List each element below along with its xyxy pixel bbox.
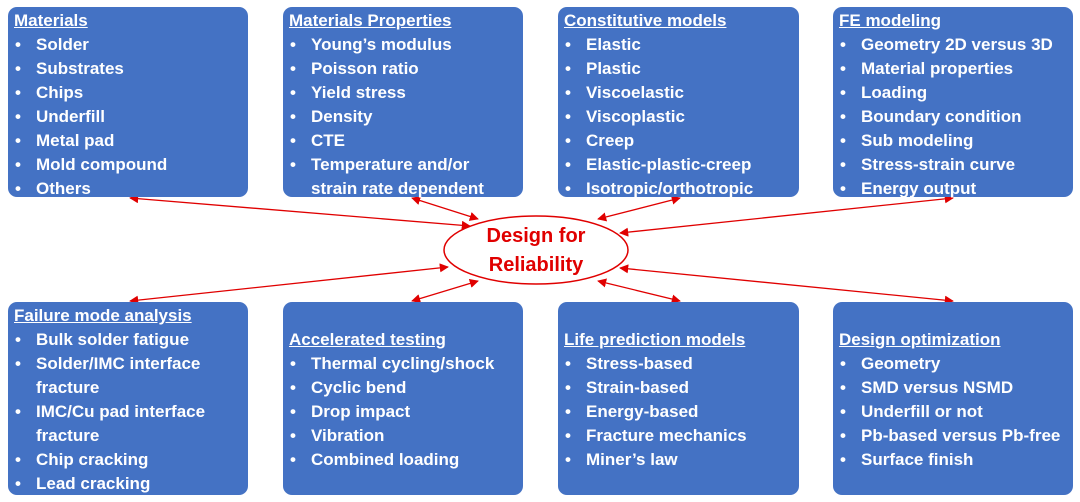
list-item: Underfill <box>14 105 242 129</box>
list-item: Energy output <box>839 177 1067 201</box>
arrow-fe <box>619 194 954 237</box>
box-title: Life prediction models <box>564 330 746 349</box>
box-title: Design optimization <box>839 330 1001 349</box>
arrow-life <box>597 278 681 304</box>
list-item: Strain-based <box>564 376 793 400</box>
list-item: Temperature and/or <box>289 153 517 177</box>
box-title: Materials Properties <box>289 11 452 30</box>
list-item: Plastic <box>564 57 793 81</box>
list-item: Chips <box>14 81 242 105</box>
list-item: Surface finish <box>839 448 1067 472</box>
list-item: IMC/Cu pad interface <box>14 400 242 424</box>
box-title: FE modeling <box>839 11 941 30</box>
arrow-failure <box>129 263 449 305</box>
list-item: Viscoplastic <box>564 105 793 129</box>
list-item: Stress-strain curve <box>839 153 1067 177</box>
list-item: Mold compound <box>14 153 242 177</box>
list-item: Elastic <box>564 33 793 57</box>
box-materials: Materials Solder Substrates Chips Underf… <box>8 7 248 201</box>
list-item: Metal pad <box>14 129 242 153</box>
box-accelerated-testing: Accelerated testing Thermal cycling/shoc… <box>283 302 523 495</box>
list-item: Poisson ratio <box>289 57 517 81</box>
box-materials-properties: Materials Properties Young’s modulus Poi… <box>283 7 523 198</box>
list-item: Sub modeling <box>839 129 1067 153</box>
list-item: Chip cracking <box>14 448 242 472</box>
list-item: Material properties <box>839 57 1067 81</box>
arrow-optimization <box>619 264 954 305</box>
box-title: Materials <box>14 11 88 30</box>
list-item: Lead cracking <box>14 472 242 496</box>
list-item: SMD versus NSMD <box>839 376 1067 400</box>
center-label: Design for Reliability <box>444 222 628 280</box>
list-item: Young’s modulus <box>289 33 517 57</box>
box-fe-modeling: FE modeling Geometry 2D versus 3D Materi… <box>833 7 1073 201</box>
list-item: Viscoelastic <box>564 81 793 105</box>
box-constitutive-models: Constitutive models Elastic Plastic Visc… <box>558 7 799 201</box>
list-item: Isotropic/orthotropic <box>564 177 793 201</box>
list-item: Others <box>14 177 242 201</box>
list-item: Creep <box>564 129 793 153</box>
box-title: Constitutive models <box>564 11 727 30</box>
list-item: Drop impact <box>289 400 517 424</box>
list-item: Vibration <box>289 424 517 448</box>
list-item-continuation: fracture <box>36 426 100 445</box>
arrow-constitutive <box>597 195 681 222</box>
list-item: Geometry <box>839 352 1067 376</box>
list-item: Stress-based <box>564 352 793 376</box>
list-item: Miner’s law <box>564 448 793 472</box>
box-design-optimization: Design optimization Geometry SMD versus … <box>833 302 1073 495</box>
list-item: Bulk solder fatigue <box>14 328 242 352</box>
list-item: Yield stress <box>289 81 517 105</box>
list-item: Loading <box>839 81 1067 105</box>
list-item: Density <box>289 105 517 129</box>
center-ellipse <box>443 215 629 285</box>
list-item: CTE <box>289 129 517 153</box>
list-item: Fracture mechanics <box>564 424 793 448</box>
box-failure-mode-analysis: Failure mode analysis Bulk solder fatigu… <box>8 302 248 496</box>
list-item: Substrates <box>14 57 242 81</box>
list-item: Thermal cycling/shock <box>289 352 517 376</box>
arrow-materials <box>129 194 471 230</box>
list-item-continuation: strain rate dependent <box>311 179 484 198</box>
list-item-continuation: fracture <box>36 378 100 397</box>
list-item: Solder/IMC interface <box>14 352 242 376</box>
arrow-accelerated <box>411 279 479 303</box>
center-line-2: Reliability <box>488 254 584 276</box>
list-item: Boundary condition <box>839 105 1067 129</box>
list-item: Elastic-plastic-creep <box>564 153 793 177</box>
list-item: Underfill or not <box>839 400 1067 424</box>
box-title: Failure mode analysis <box>14 306 192 325</box>
list-item: Energy-based <box>564 400 793 424</box>
list-item: Solder <box>14 33 242 57</box>
list-item: Geometry 2D versus 3D <box>839 33 1067 57</box>
center-line-1: Design for <box>486 225 586 247</box>
list-item: Cyclic bend <box>289 376 517 400</box>
box-title: Accelerated testing <box>289 330 446 349</box>
list-item: Combined loading <box>289 448 517 472</box>
arrow-properties <box>411 196 479 221</box>
box-life-prediction-models: Life prediction models Stress-based Stra… <box>558 302 799 495</box>
list-item: Pb-based versus Pb-free <box>839 424 1067 448</box>
